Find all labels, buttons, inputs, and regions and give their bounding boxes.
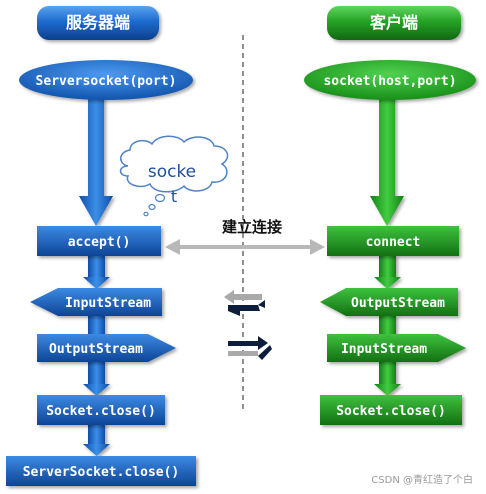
client-outputstream-label: OutputStream (351, 296, 445, 311)
client-arrowhead-output (374, 277, 401, 289)
client-shaft-connect-output (379, 255, 396, 278)
exchange-arrows-incoming (224, 290, 265, 316)
server-shaft-accept-input (88, 255, 105, 278)
server-inputstream-label: InputStream (65, 296, 151, 311)
client-socket-close-box: Socket.close() (320, 395, 462, 425)
client-inputstream-label: InputStream (341, 342, 427, 357)
client-flow-arrows (370, 97, 404, 396)
client-connect-label: connect (366, 235, 421, 250)
server-start-node: Serversocket(port) (19, 60, 193, 100)
server-outputstream-shape: OutputStream (37, 334, 176, 362)
server-outputstream-label: OutputStream (49, 342, 143, 357)
client-shaft-output-input (379, 315, 396, 335)
exchange-arrows-outgoing (228, 336, 272, 360)
server-start-label: Serversocket(port) (36, 74, 177, 89)
server-serversocket-close-label: ServerSocket.close() (23, 465, 180, 480)
client-header-label: 客户端 (370, 13, 418, 32)
server-shaft-output-close (88, 360, 105, 385)
client-connect-box: connect (327, 226, 459, 256)
server-socket-close-box: Socket.close() (37, 395, 165, 425)
server-header: 服务器端 (37, 6, 159, 40)
client-header: 客户端 (327, 6, 461, 40)
cloud-text-line2: t (171, 187, 177, 206)
client-inputstream-shape: InputStream (327, 334, 466, 362)
csdn-watermark: CSDN @青红造了个白 (371, 473, 473, 486)
client-outputstream-shape: OutputStream (320, 288, 458, 316)
client-shaft-input-close (379, 360, 396, 385)
server-arrow-start-to-accept (79, 97, 113, 226)
connection-double-arrow (165, 239, 325, 255)
server-accept-label: accept() (68, 235, 131, 250)
server-header-label: 服务器端 (66, 13, 130, 32)
server-serversocket-close-box: ServerSocket.close() (6, 456, 196, 486)
client-socket-close-label: Socket.close() (336, 404, 446, 419)
client-start-label: socket(host,port) (323, 74, 456, 89)
server-arrowhead-input (83, 277, 110, 289)
client-start-node: socket(host,port) (304, 60, 476, 100)
server-accept-box: accept() (37, 226, 161, 256)
client-arrow-start-to-connect (370, 97, 404, 226)
server-flow-arrows (79, 97, 113, 456)
server-inputstream-shape: InputStream (30, 288, 162, 316)
server-socket-close-label: Socket.close() (46, 404, 156, 419)
server-arrowhead-close (83, 384, 110, 396)
cloud-text-line1: socke (148, 162, 196, 182)
server-shaft-input-output (88, 315, 105, 335)
server-arrowhead-serverclose (83, 444, 110, 456)
connection-label: 建立连接 (222, 218, 282, 236)
server-shaft-close-serverclose (88, 423, 105, 445)
client-arrowhead-close (374, 384, 401, 396)
socket-thought-cloud: socke t (119, 135, 229, 217)
